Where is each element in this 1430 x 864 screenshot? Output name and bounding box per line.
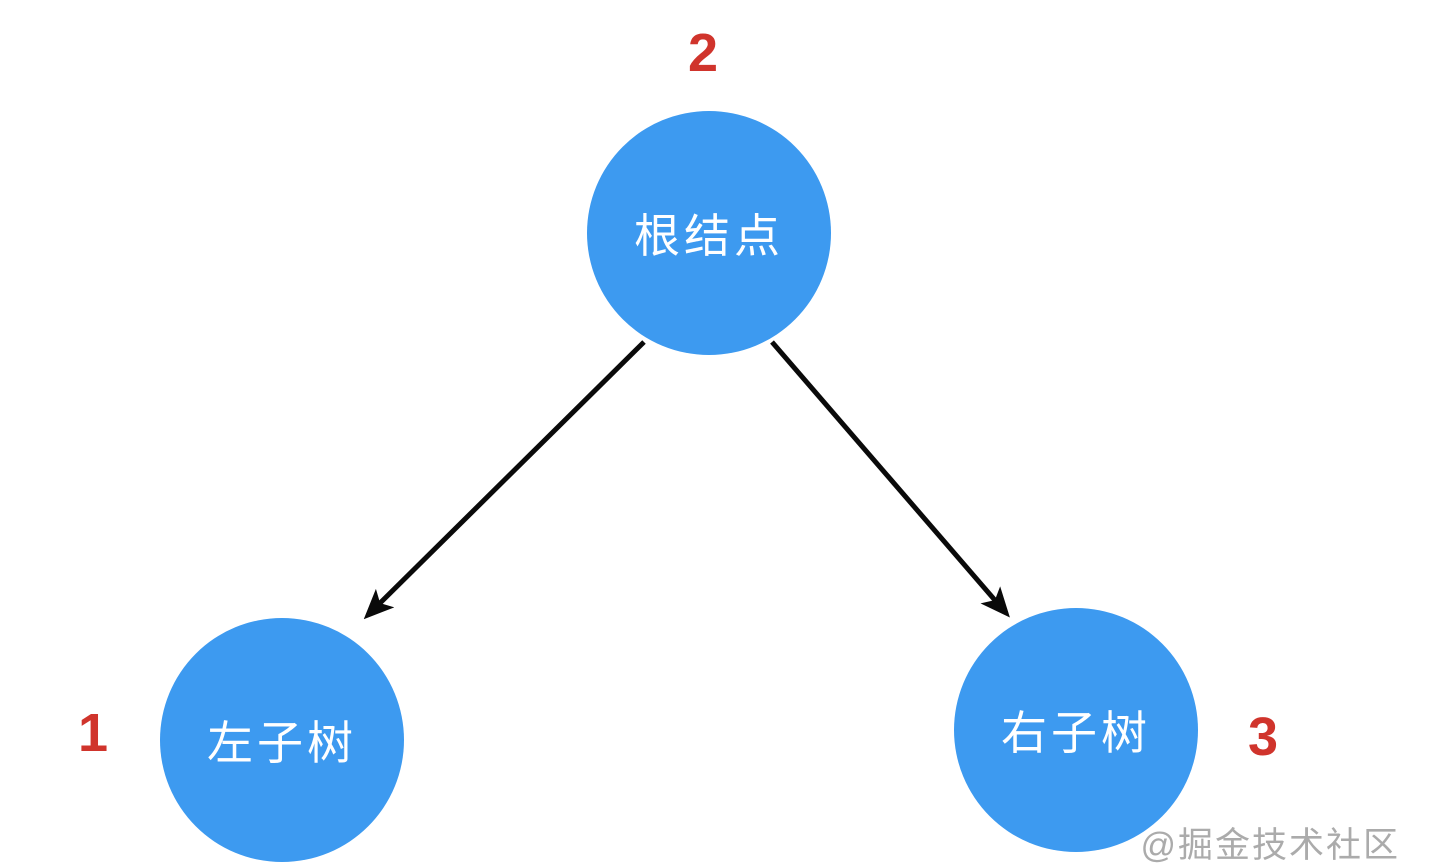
left-subtree-node: 左子树 [160, 618, 404, 862]
right-subtree-label: 右子树 [1001, 707, 1151, 759]
left-subtree-label: 左子树 [207, 717, 357, 769]
root-node-label: 根结点 [634, 210, 784, 262]
traversal-order-right: 3 [1248, 707, 1279, 767]
traversal-order-root: 2 [688, 23, 719, 83]
right-subtree-node: 右子树 [954, 608, 1198, 852]
traversal-order-left: 1 [78, 703, 109, 763]
root-node: 根结点 [587, 111, 831, 355]
watermark-text: @掘金技术社区 [1140, 826, 1400, 864]
edge-root-to-left-arrow [363, 340, 646, 620]
edge-root-to-right-arrow [770, 340, 1010, 618]
